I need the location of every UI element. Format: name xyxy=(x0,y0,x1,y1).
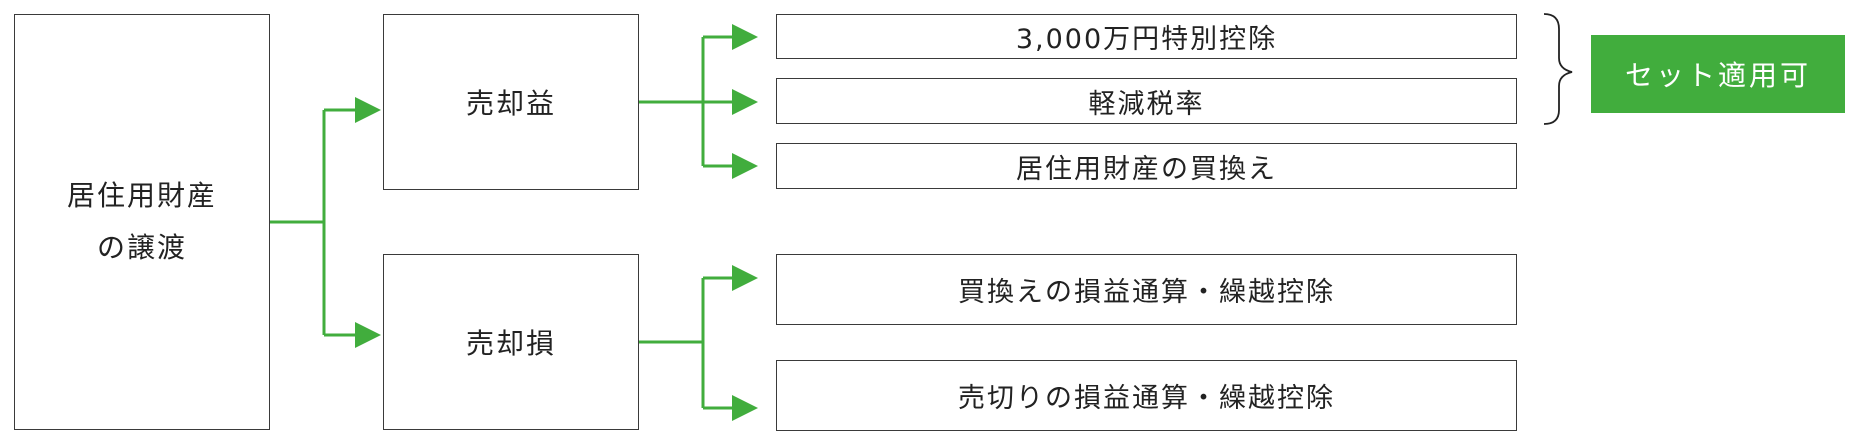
arrow-to-gain xyxy=(355,97,381,123)
gain-node: 売却益 xyxy=(383,14,639,190)
source-node: 居住用財産 の譲渡 xyxy=(14,14,270,430)
leaf-replacement-loss-offset: 買換えの損益通算・繰越控除 xyxy=(776,254,1517,325)
leaf-label: 売切りの損益通算・繰越控除 xyxy=(958,383,1335,414)
leaf-label: 居住用財産の買換え xyxy=(1016,153,1277,185)
loss-connectors xyxy=(639,276,733,410)
arrow-to-reduced-rate xyxy=(732,89,758,115)
combinable-badge: セット適用可 xyxy=(1591,35,1845,113)
badge-label: セット適用可 xyxy=(1624,59,1811,92)
leaf-residence-replacement: 居住用財産の買換え xyxy=(776,143,1517,189)
brace-icon xyxy=(1543,13,1573,125)
source-label-line1: 居住用財産 xyxy=(66,179,217,212)
source-connectors xyxy=(270,108,356,337)
leaf-sale-loss-offset: 売切りの損益通算・繰越控除 xyxy=(776,360,1517,431)
arrow-to-replacement-loss xyxy=(732,265,758,291)
leaf-label: 軽減税率 xyxy=(1088,88,1205,120)
leaf-label: 買換えの損益通算・繰越控除 xyxy=(958,277,1335,308)
arrow-to-sale-loss xyxy=(732,395,758,421)
leaf-label: 3,000万円特別控除 xyxy=(1015,24,1278,55)
leaf-reduced-tax-rate: 軽減税率 xyxy=(776,78,1517,124)
loss-label: 売却損 xyxy=(465,327,556,360)
leaf-special-deduction: 3,000万円特別控除 xyxy=(776,14,1517,59)
source-label-line2: の譲渡 xyxy=(96,231,187,264)
arrow-to-replacement xyxy=(732,153,758,179)
gain-label: 売却益 xyxy=(465,87,556,120)
loss-node: 売却損 xyxy=(383,254,639,430)
arrow-to-loss xyxy=(355,322,381,348)
gain-connectors xyxy=(639,35,733,168)
arrow-to-deduction xyxy=(732,24,758,50)
